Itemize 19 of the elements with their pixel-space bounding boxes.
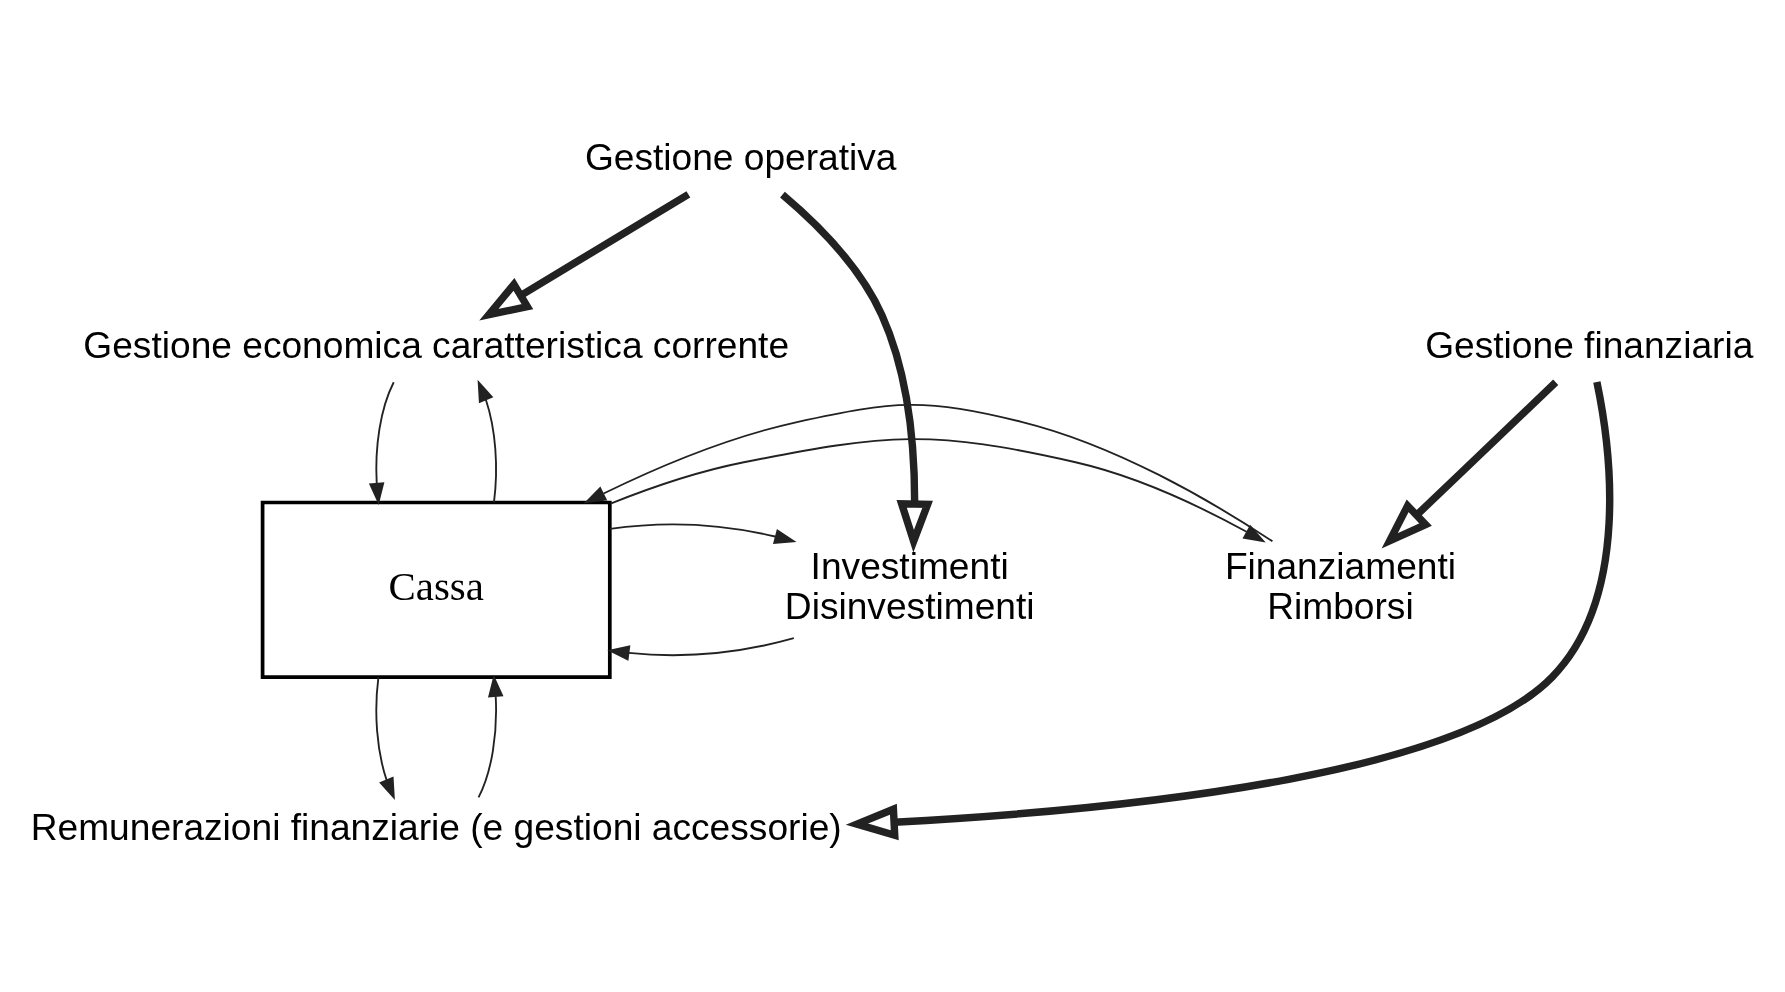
- arrow: [477, 674, 504, 799]
- arrow: [845, 381, 1614, 841]
- arrow: [607, 637, 795, 661]
- arrow: [477, 379, 497, 504]
- node-text: Finanziamenti Rimborsi: [1224, 544, 1457, 628]
- arrow: [1381, 379, 1559, 549]
- node-text: Gestione operativa: [584, 136, 897, 179]
- arrow: [375, 676, 395, 801]
- arrow: [368, 381, 395, 506]
- node-box: Cassa: [260, 500, 612, 679]
- node-text: Remunerazioni finanziarie (e gestioni accessorie): [30, 806, 842, 849]
- arrow: [609, 438, 1266, 543]
- arrow: [780, 191, 933, 553]
- node-text: Gestione economica caratteristica corrente: [83, 323, 790, 366]
- arrow: [583, 404, 1274, 543]
- node-text: Gestione finanziaria: [1425, 323, 1754, 366]
- arrow: [609, 523, 797, 544]
- arrow: [479, 191, 691, 321]
- node-text: Investimenti Disinvestimenti: [784, 544, 1035, 628]
